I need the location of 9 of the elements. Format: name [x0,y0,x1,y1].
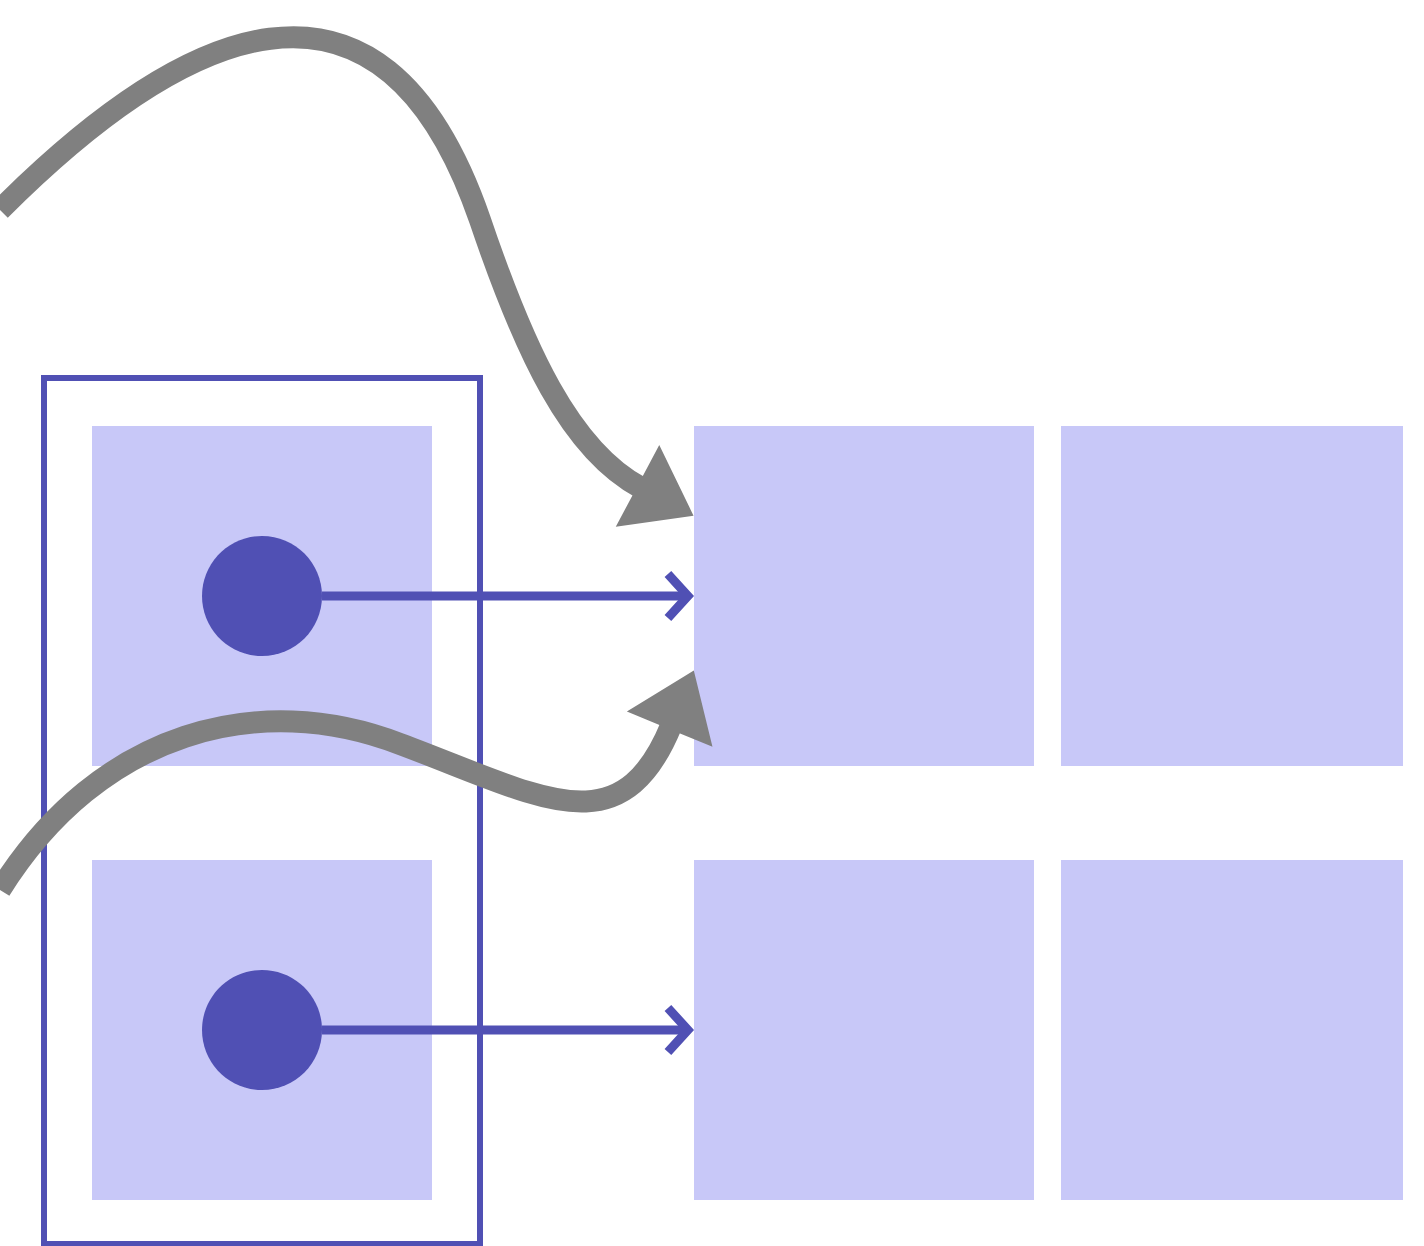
frame-box [41,374,483,1246]
arrow [322,570,694,621]
dot [202,969,322,1090]
cell-box [1061,859,1403,1200]
cell-box [694,425,1034,766]
cell-box [694,859,1034,1200]
arrow [322,1004,694,1055]
dot [202,536,322,656]
cell-box [1061,425,1403,766]
